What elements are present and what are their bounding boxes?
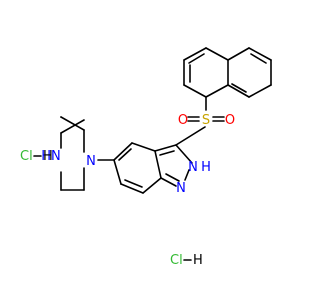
naphthalene-right-ring <box>227 47 272 98</box>
indazole-nh-label: H <box>201 160 211 175</box>
hydrogen-label-1: H <box>43 149 53 164</box>
indazole-pyrazole-ring <box>154 144 193 187</box>
oxygen-left-label: O <box>178 113 188 128</box>
indazole-n-upper-label: N <box>188 160 198 175</box>
indazole-benzene-ring <box>113 142 162 194</box>
naphthalene-left-ring <box>183 47 229 98</box>
piperazine-ring <box>60 116 85 191</box>
piperazine-nh-label: HN <box>41 149 61 164</box>
hydrochloride-salt-2: Cl H <box>170 253 203 268</box>
chlorine-label-2: Cl <box>170 253 183 268</box>
molecule-drawing: S O O H N N N HN Cl H Cl H <box>20 47 272 268</box>
bond-sulfur-indazole <box>175 126 206 146</box>
hydrogen-label-2: H <box>193 253 203 268</box>
hydrochloride-salt-1: Cl H <box>20 149 53 164</box>
chlorine-label-1: Cl <box>20 149 33 164</box>
structure-canvas: S O O H N N N HN Cl H Cl H <box>20 47 272 268</box>
indazole-n-lower-label: N <box>176 181 186 196</box>
piperazine-n-label: N <box>86 154 96 169</box>
oxygen-right-label: O <box>225 113 235 128</box>
sulfur-atom-label: S <box>202 113 210 128</box>
sulfonyl-oxygen-bonds <box>187 116 225 122</box>
